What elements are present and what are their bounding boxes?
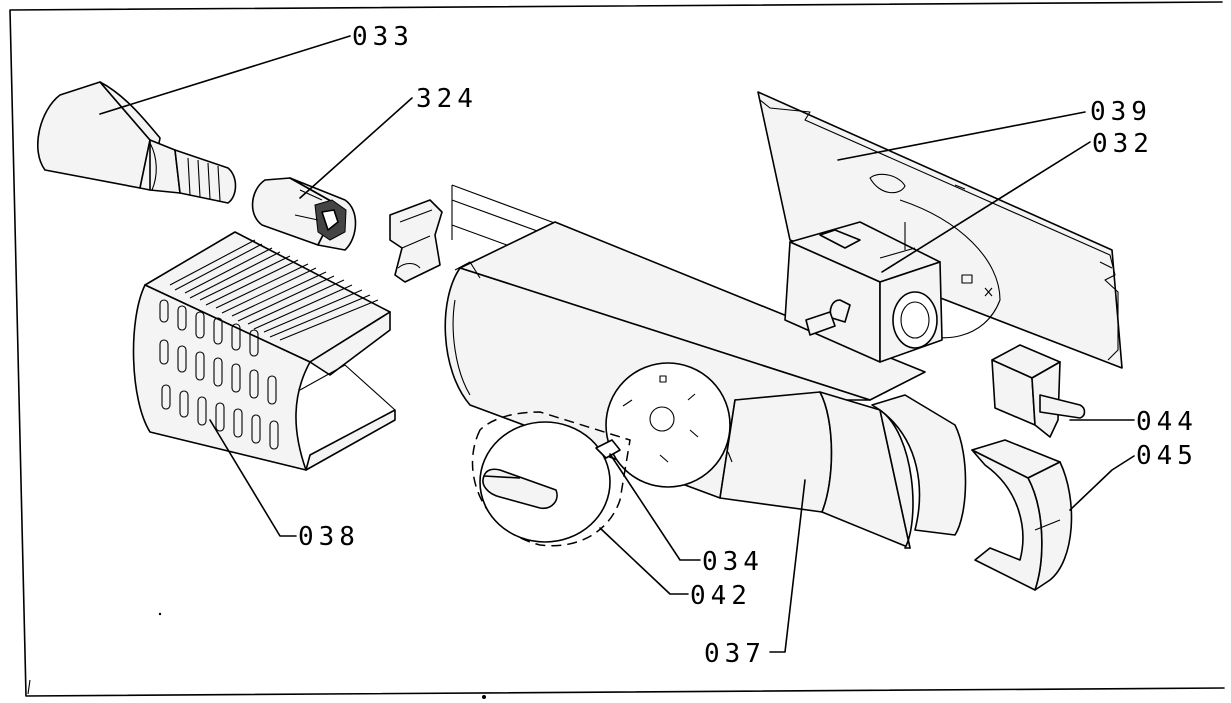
label-324: 324 [416, 84, 478, 114]
diagram-border [9, 1, 1225, 697]
part-324-socket [251, 177, 357, 251]
part-labels: 033 324 039 032 044 045 038 034 042 037 [298, 22, 1198, 669]
part-033-bulb-knob [37, 81, 237, 204]
label-032: 032 [1092, 129, 1154, 159]
leader-lines [99, 35, 1135, 653]
label-034: 034 [702, 547, 764, 577]
part-034-tab [595, 439, 621, 459]
part-032-switch-block [784, 221, 943, 363]
part-039-circuit-plate [757, 91, 1123, 369]
part-045-end-cap [971, 439, 1073, 591]
label-033: 033 [352, 22, 414, 52]
label-037: 037 [704, 639, 766, 669]
part-037-main-housing [444, 184, 967, 549]
part-042-knob-detail [471, 411, 631, 547]
housing-disc [605, 362, 731, 488]
label-044: 044 [1136, 407, 1198, 437]
label-038: 038 [298, 522, 360, 552]
label-039: 039 [1090, 97, 1152, 127]
part-clip [389, 199, 443, 283]
label-042: 042 [690, 581, 752, 611]
label-045: 045 [1136, 441, 1198, 471]
part-038-grille-cover [132, 231, 396, 471]
part-044-small-switch [991, 344, 1086, 438]
